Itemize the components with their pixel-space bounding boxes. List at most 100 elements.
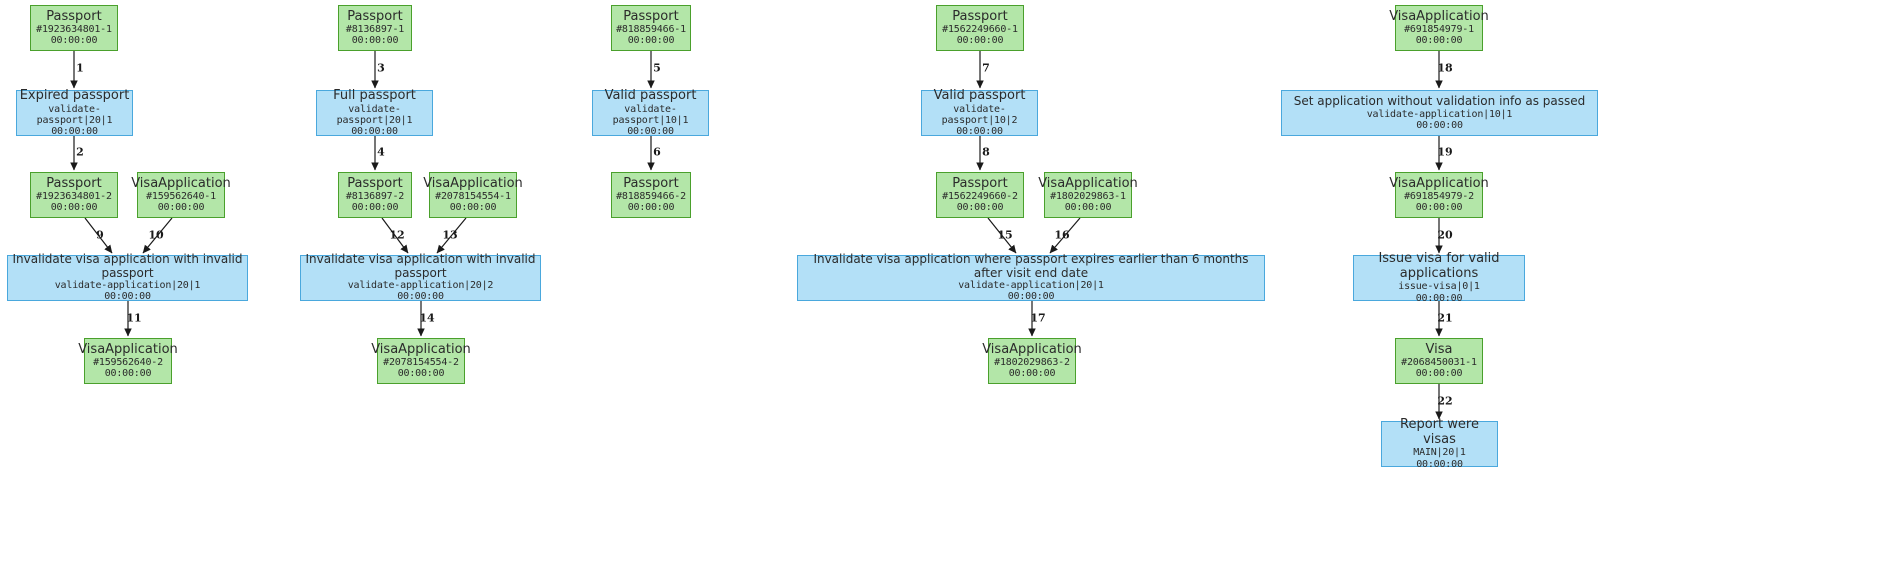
edge-label: 9 <box>96 228 104 242</box>
node-timestamp: 00:00:00 <box>1415 35 1463 47</box>
node-timestamp: 00:00:00 <box>627 125 674 137</box>
edge-label: 8 <box>982 145 990 159</box>
node-identifier: #818859466-1 <box>616 24 686 36</box>
node-title: Passport <box>623 8 679 24</box>
node-identifier: validate-passport|10|1 <box>612 103 689 126</box>
node-title: Invalidate visa application with invalid… <box>12 252 243 280</box>
edge-label: 14 <box>419 311 435 325</box>
node-identifier: #1802029863-2 <box>994 357 1070 369</box>
node-title: Full passport <box>333 87 416 103</box>
edge-label: 2 <box>76 145 84 159</box>
edge-label: 7 <box>982 61 990 75</box>
edge-label: 13 <box>442 228 458 242</box>
node-timestamp: 00:00:00 <box>1008 368 1056 380</box>
node-title: VisaApplication <box>131 175 231 191</box>
edge-label: 5 <box>653 61 661 75</box>
node-title: Passport <box>46 8 102 24</box>
activity-node-n5[interactable]: Invalidate visa application with invalid… <box>7 252 248 303</box>
node-timestamp: 00:00:00 <box>1415 368 1463 380</box>
node-identifier: #2068450031-1 <box>1401 357 1477 369</box>
node-timestamp: 00:00:00 <box>157 202 205 214</box>
node-identifier: validate-application|20|2 <box>347 280 494 292</box>
node-title: VisaApplication <box>78 341 178 357</box>
node-title: Valid passport <box>604 87 697 103</box>
node-identifier: validate-passport|20|1 <box>36 103 113 126</box>
edge-label: 19 <box>1437 145 1453 159</box>
node-identifier: validate-passport|20|1 <box>336 103 413 126</box>
node-identifier: validate-application|20|1 <box>958 280 1104 292</box>
node-timestamp: 00:00:00 <box>50 35 98 47</box>
node-timestamp: 00:00:00 <box>1415 292 1463 304</box>
node-timestamp: 00:00:00 <box>104 291 151 303</box>
node-timestamp: 00:00:00 <box>351 125 398 137</box>
node-timestamp: 00:00:00 <box>51 125 98 137</box>
edge-label: 3 <box>377 61 385 75</box>
node-identifier: validate-passport|10|2 <box>941 103 1018 126</box>
activity-node-n20[interactable]: Invalidate visa application where passpo… <box>797 252 1265 303</box>
edge-label: 18 <box>1437 61 1453 75</box>
edge-label: 22 <box>1437 394 1453 408</box>
edge-label: 16 <box>1054 228 1070 242</box>
node-timestamp: 00:00:00 <box>104 368 152 380</box>
edge-label: 12 <box>389 228 405 242</box>
edge-label: 1 <box>76 61 84 75</box>
node-timestamp: 00:00:00 <box>351 35 399 47</box>
activity-node-n11[interactable]: Invalidate visa application with invalid… <box>300 253 541 302</box>
edge-label: 15 <box>997 228 1013 242</box>
edge-label: 10 <box>148 228 164 242</box>
edge-label: 11 <box>126 311 142 325</box>
edge-label: 21 <box>1437 311 1453 325</box>
node-identifier: validate-application|10|1 <box>1366 108 1513 120</box>
node-title: Passport <box>347 8 403 24</box>
node-timestamp: 00:00:00 <box>956 35 1004 47</box>
node-identifier: validate-application|20|1 <box>54 280 201 292</box>
node-title: Expired passport <box>19 87 130 103</box>
node-timestamp: 00:00:00 <box>627 202 675 214</box>
node-identifier: #8136897-2 <box>345 191 405 203</box>
node-title: Invalidate visa application where passpo… <box>813 252 1249 280</box>
node-identifier: #691854979-1 <box>1404 24 1474 36</box>
node-title: VisaApplication <box>371 341 471 357</box>
edge-label: 17 <box>1030 311 1046 325</box>
node-title: Passport <box>952 8 1008 24</box>
node-identifier: #1923634801-2 <box>36 191 112 203</box>
node-identifier: #818859466-2 <box>616 191 686 203</box>
node-timestamp: 00:00:00 <box>1007 291 1055 303</box>
node-title: VisaApplication <box>423 175 523 191</box>
node-title: Issue visa for valid applications <box>1378 251 1500 281</box>
node-title: Passport <box>46 175 102 191</box>
activity-node-n23[interactable]: Set application without validation info … <box>1281 90 1598 136</box>
node-title: Passport <box>347 175 403 191</box>
node-identifier: #159562640-1 <box>146 191 216 203</box>
edge-label: 4 <box>377 145 385 159</box>
node-timestamp: 00:00:00 <box>1415 202 1463 214</box>
node-title: Valid passport <box>933 87 1026 103</box>
node-identifier: #691854979-2 <box>1404 191 1474 203</box>
node-timestamp: 00:00:00 <box>1064 202 1112 214</box>
node-title: VisaApplication <box>1389 175 1489 191</box>
